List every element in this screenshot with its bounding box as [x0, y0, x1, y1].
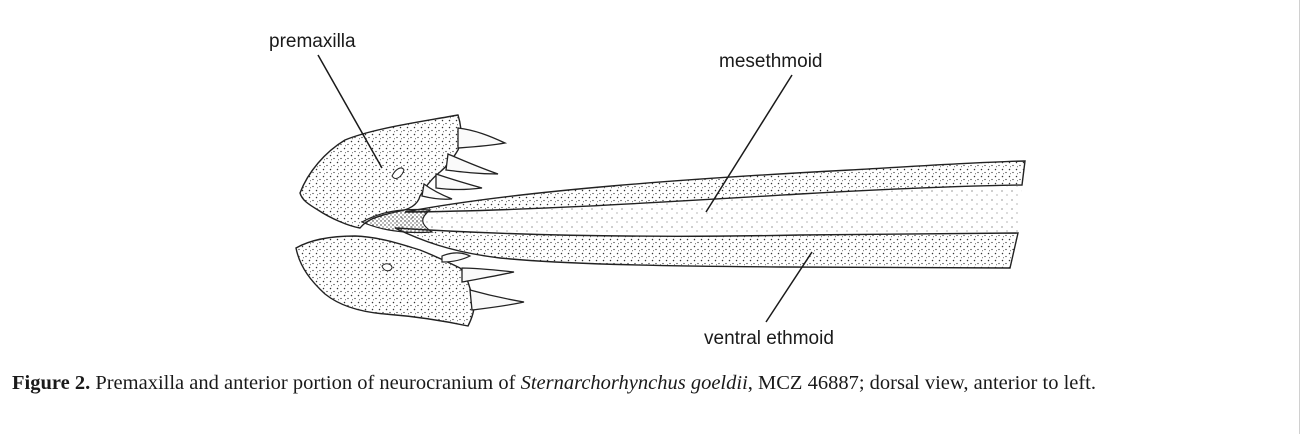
neurocranium-middle-band	[395, 186, 1022, 235]
upper-tooth-1	[457, 127, 508, 149]
upper-tooth-4	[421, 182, 453, 200]
upper-tooth-3	[435, 173, 483, 191]
lower-tooth-2	[461, 267, 515, 283]
lower-premaxilla-foramen	[381, 263, 393, 272]
lower-premaxilla-shape	[295, 235, 475, 327]
upper-premaxilla-shape	[299, 114, 462, 229]
label-premaxilla: premaxilla	[269, 31, 356, 52]
lower-tooth-3	[469, 289, 525, 311]
anatomical-illustration	[295, 54, 1026, 327]
upper-tooth-2	[445, 153, 499, 175]
caption-species: Sternarchorhynchus goeldii	[520, 372, 748, 394]
caption-text-before: Premaxilla and anterior portion of neuro…	[95, 372, 516, 394]
caption-text-after: , MCZ 46887; dorsal view, anterior to le…	[747, 372, 1097, 394]
figure-caption: Figure 2. Premaxilla and anterior portio…	[12, 369, 1288, 397]
figure: premaxilla mesethmoid ventral ethmoid	[269, 31, 1026, 349]
upper-premaxilla-foramen	[391, 167, 405, 179]
ventral-ethmoid-shape	[394, 227, 1019, 269]
leader-line-premaxilla	[317, 54, 383, 169]
caption-label: Figure 2.	[12, 372, 91, 394]
label-mesethmoid: mesethmoid	[719, 51, 823, 72]
lower-tooth-1	[441, 252, 472, 263]
page-edge-rule	[1299, 0, 1300, 434]
leader-line-mesethmoid	[705, 74, 793, 213]
leader-line-ventral-ethmoid	[765, 251, 813, 323]
label-ventral-ethmoid: ventral ethmoid	[704, 328, 834, 349]
mesethmoid-shape	[404, 160, 1026, 213]
